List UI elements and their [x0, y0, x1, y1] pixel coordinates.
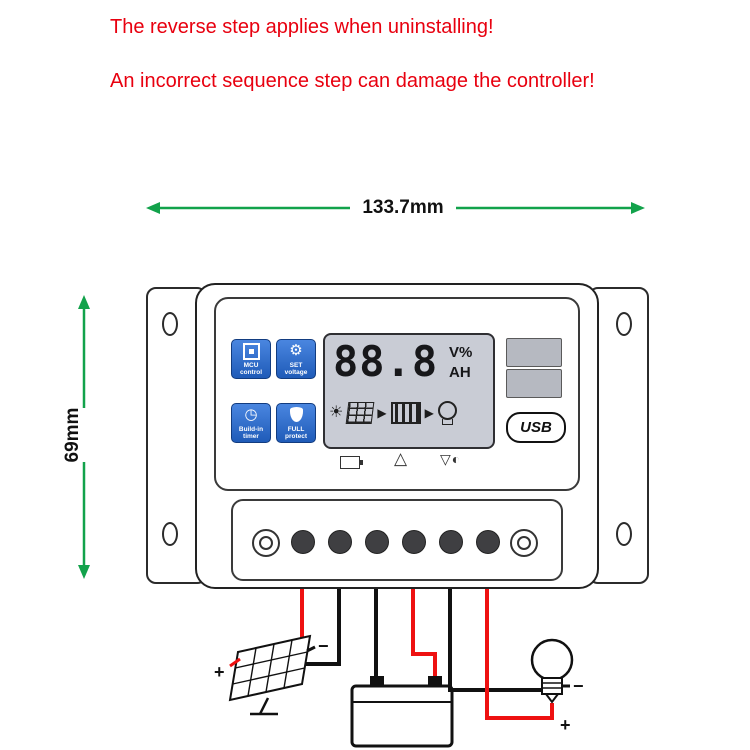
solar-panel: [228, 634, 312, 716]
light-bulb: [530, 638, 574, 704]
screw-hole-icon: [162, 522, 178, 546]
bulb-icon: [437, 401, 457, 425]
gear-icon: ⚙: [289, 342, 303, 359]
mcu-control-button: MCU control: [231, 339, 271, 379]
lcd-unit-bottom: AH: [449, 364, 471, 382]
arrow-right-icon: ▶: [377, 406, 387, 420]
battery-icon: [390, 402, 421, 424]
terminal-port: [476, 530, 500, 554]
warning-line-2: An incorrect sequence step can damage th…: [110, 70, 595, 92]
load-negative-wire: [448, 584, 542, 692]
clock-icon: ◷: [244, 406, 258, 423]
battery-select-icon: [340, 456, 363, 469]
terminal-port: [402, 530, 426, 554]
terminal-block-bottom: [506, 369, 562, 398]
built-in-timer-label: Build-in timer: [238, 426, 264, 440]
terminal-screw-icon: [510, 529, 538, 557]
set-voltage-label: SET voltage: [284, 362, 308, 376]
terminal-port: [365, 530, 389, 554]
chip-icon: [242, 343, 260, 360]
terminal-port: [328, 530, 352, 554]
set-voltage-button: ⚙ SET voltage: [276, 339, 316, 379]
solar-minus-stub: [306, 645, 316, 653]
arrow-right-icon: ▶: [424, 406, 434, 420]
load-minus-label: −: [573, 676, 584, 696]
terminal-port: [291, 530, 315, 554]
up-arrow-icon: △: [394, 449, 408, 468]
shield-icon: [289, 407, 303, 422]
lcd-display: 88.8 V% AH ☀ ▶ ▶: [323, 333, 495, 449]
full-protect-button: FULL protect: [276, 403, 316, 443]
width-dimension-label: 133.7mm: [362, 197, 444, 218]
terminal-block-top: [506, 338, 562, 367]
mcu-control-label: MCU control: [239, 362, 263, 376]
lcd-value: 88.8: [333, 337, 439, 386]
solar-negative-wire: [306, 584, 341, 666]
battery: [350, 676, 454, 748]
full-protect-label: FULL protect: [284, 426, 308, 440]
height-dimension-arrows: [78, 295, 90, 579]
screw-hole-icon: [616, 312, 632, 336]
down-arrow-contrast-icon: ▽◐: [440, 451, 461, 467]
load-positive-wire: [485, 584, 554, 720]
warning-line-1: The reverse step applies when uninstalli…: [110, 16, 494, 38]
solar-minus-label: −: [318, 636, 329, 656]
built-in-timer-button: ◷ Build-in timer: [231, 403, 271, 443]
sun-icon: ☀: [329, 404, 344, 421]
solar-plus-stub: [229, 657, 241, 668]
terminal-screw-icon: [252, 529, 280, 557]
lcd-unit-top: V%: [449, 344, 473, 361]
solar-plus-label: +: [214, 662, 225, 682]
screw-hole-icon: [616, 522, 632, 546]
solar-panel-icon: [345, 402, 375, 424]
terminal-port: [439, 530, 463, 554]
wiring-diagram: + − − +: [214, 584, 584, 748]
terminal-strip: [231, 499, 563, 581]
battery-positive-wire: [411, 584, 437, 678]
screw-hole-icon: [162, 312, 178, 336]
width-dimension-arrows: [146, 202, 645, 214]
usb-logo: USB: [506, 412, 566, 443]
load-plus-label: +: [560, 715, 571, 735]
